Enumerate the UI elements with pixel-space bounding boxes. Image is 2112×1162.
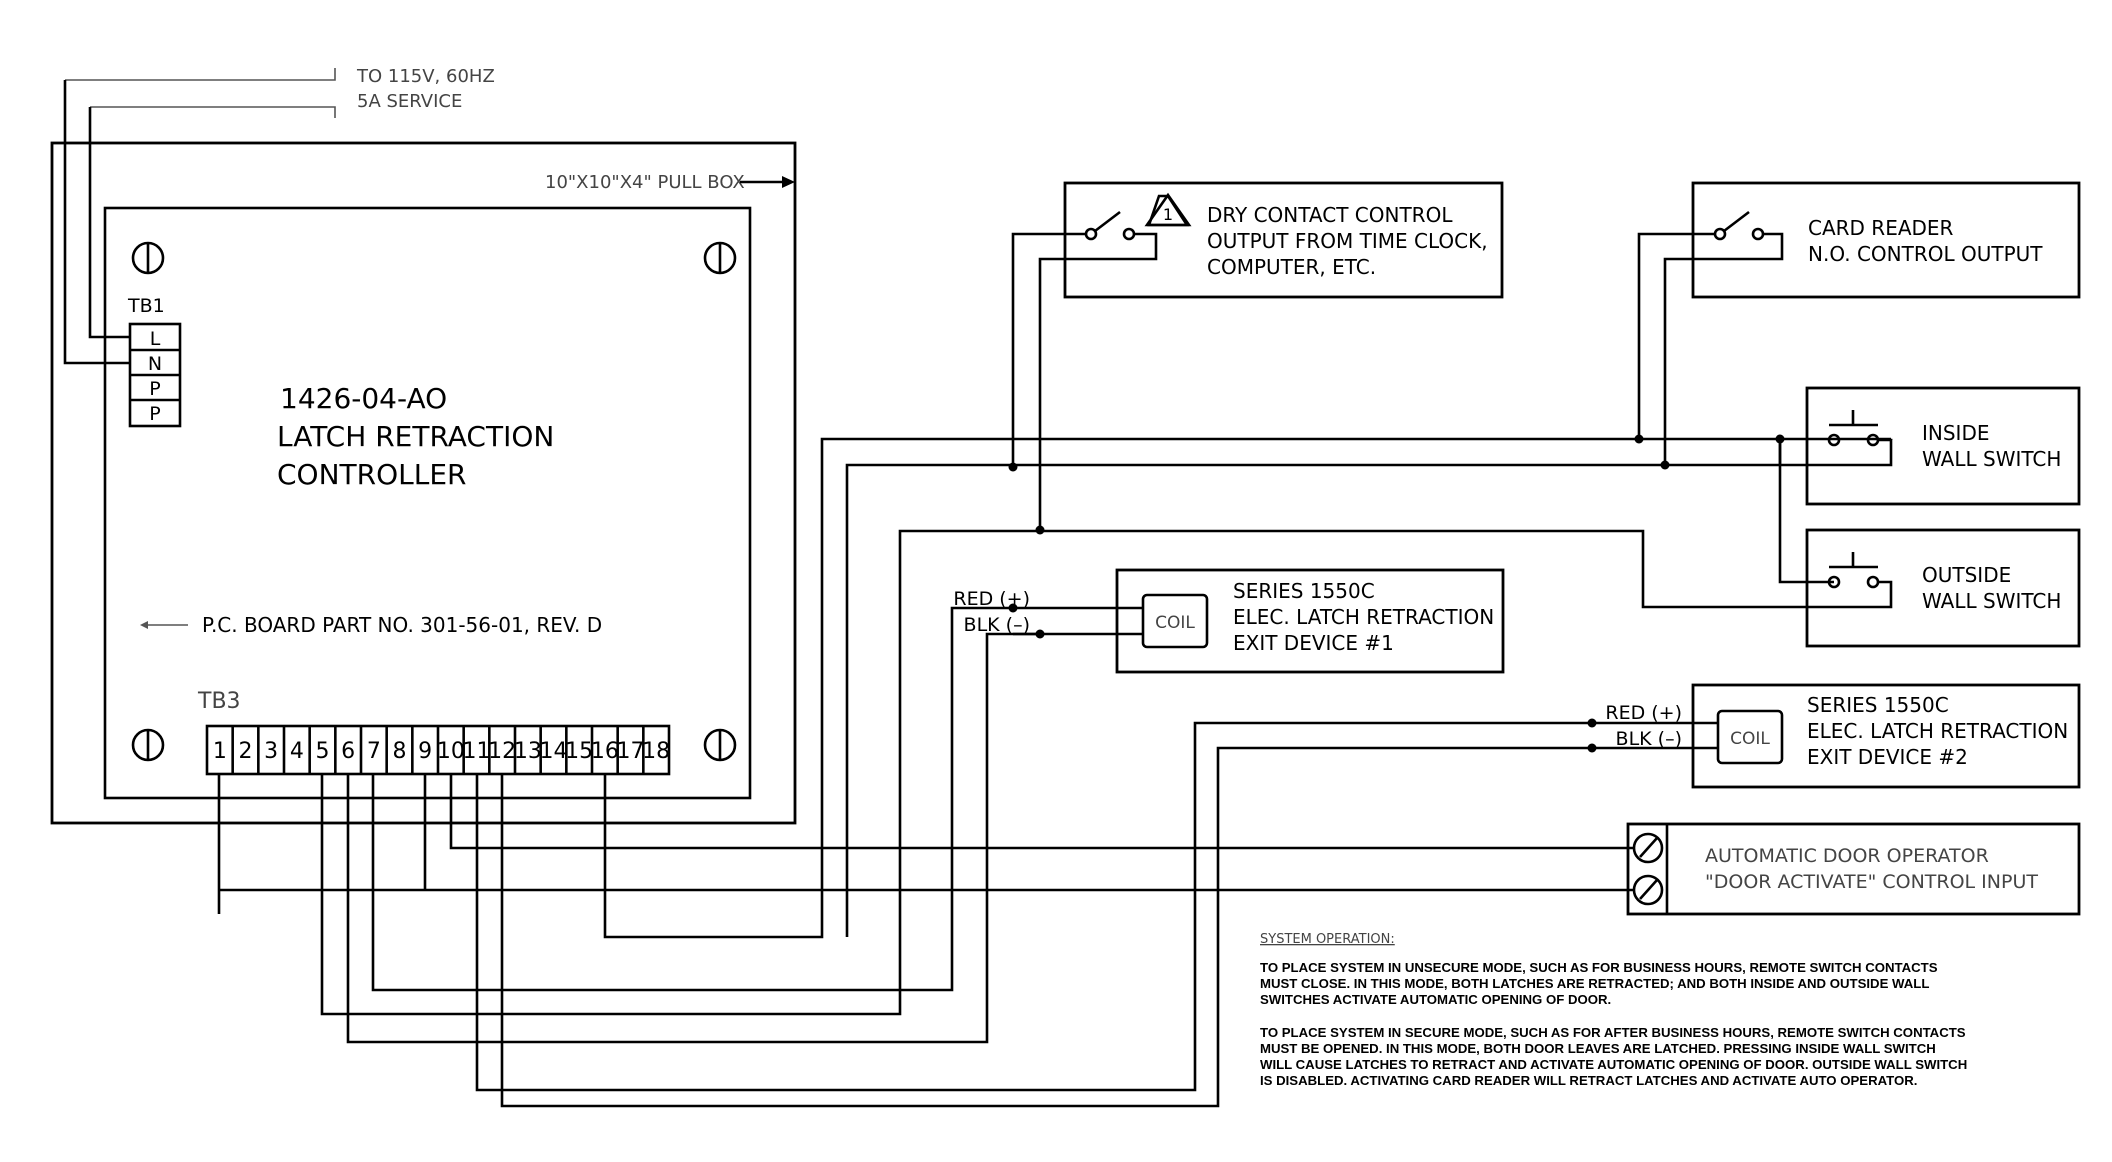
tb3-terminal: 5	[316, 739, 330, 764]
exit-device-1-box	[1115, 568, 1505, 674]
tb3-terminal: 14	[540, 739, 568, 764]
tb3-terminal: 13	[514, 739, 542, 764]
controller-title-2: CONTROLLER	[277, 458, 466, 491]
exit-1-line-1: SERIES 1550C	[1233, 579, 1375, 603]
tb3-terminal: 18	[642, 739, 670, 764]
tb3-terminal: 12	[488, 739, 516, 764]
door-operator-box	[1626, 822, 2081, 916]
dry-contact-switch-icon	[1011, 210, 1158, 530]
tb3-terminal: 11	[463, 739, 491, 764]
note-p1-line: MUST CLOSE. IN THIS MODE, BOTH LATCHES A…	[1260, 976, 1929, 991]
tb3-terminal: 2	[239, 739, 253, 764]
system-operation-notes: SYSTEM OPERATION: TO PLACE SYSTEM IN UNS…	[1260, 932, 1967, 1088]
controller-model: 1426-04-AO	[280, 382, 447, 415]
exit-2-line-1: SERIES 1550C	[1807, 693, 1949, 717]
exit-1-line-3: EXIT DEVICE #1	[1233, 631, 1394, 655]
coil-1	[1141, 593, 1209, 649]
outside-wall-switch-box	[1805, 528, 2081, 648]
tb3-terminal: 16	[591, 739, 619, 764]
warning-number: 1	[1163, 205, 1173, 224]
exit-1-line-2: ELEC. LATCH RETRACTION	[1233, 605, 1494, 629]
note-p2-line: MUST BE OPENED. IN THIS MODE, BOTH DOOR …	[1260, 1041, 1936, 1056]
tb1-terminal: N	[148, 353, 162, 375]
card-reader-line-1: CARD READER	[1808, 216, 1954, 240]
dry-contact-line-1: DRY CONTACT CONTROL	[1207, 203, 1453, 227]
controller-title-1: LATCH RETRACTION	[277, 420, 554, 453]
wiring	[217, 437, 1893, 1108]
tb3-terminal: 4	[290, 739, 304, 764]
dry-contact-line-2: OUTPUT FROM TIME CLOCK,	[1207, 229, 1488, 253]
exit-1-blk-label: BLK (–)	[964, 614, 1030, 636]
system-operation-heading: SYSTEM OPERATION:	[1260, 932, 1395, 947]
tb3-terminal: 1	[213, 739, 227, 764]
card-reader-switch-icon	[1637, 210, 1784, 465]
junction-dots	[1008, 434, 1785, 753]
note-p2-line: IS DISABLED. ACTIVATING CARD READER WILL…	[1260, 1073, 1917, 1088]
pull-box-label: 10"X10"X4" PULL BOX	[545, 172, 745, 193]
tb3-terminal: 6	[341, 739, 355, 764]
power-label-1: TO 115V, 60HZ	[356, 66, 495, 87]
outside-switch-line-2: WALL SWITCH	[1922, 589, 2061, 613]
exit-2-red-label: RED (+)	[1605, 702, 1682, 724]
tb3-terminal: 7	[367, 739, 381, 764]
outside-switch-line-1: OUTSIDE	[1922, 563, 2011, 587]
tb1-terminal-block: TB1 L N P P	[127, 295, 182, 428]
exit-2-line-2: ELEC. LATCH RETRACTION	[1807, 719, 2068, 743]
mounting-screws	[131, 241, 737, 762]
tb3-terminal: 17	[617, 739, 645, 764]
pull-box-arrowhead	[782, 176, 795, 188]
door-operator-line-1: AUTOMATIC DOOR OPERATOR	[1705, 845, 1989, 867]
inside-switch-line-1: INSIDE	[1922, 421, 1990, 445]
exit-2-blk-label: BLK (–)	[1616, 728, 1682, 750]
tb1-label: TB1	[127, 295, 165, 317]
coil-2	[1716, 709, 1784, 765]
tb1-terminal: P	[149, 403, 160, 425]
power-label-2: 5A SERVICE	[357, 91, 462, 112]
tb3-terminal: 9	[418, 739, 432, 764]
tb3-terminal: 3	[264, 739, 278, 764]
inside-wall-switch-box	[1805, 386, 2081, 506]
card-reader-line-2: N.O. CONTROL OUTPUT	[1808, 242, 2043, 266]
dry-contact-line-3: COMPUTER, ETC.	[1207, 255, 1376, 279]
note-p1-line: SWITCHES ACTIVATE AUTOMATIC OPENING OF D…	[1260, 992, 1611, 1007]
outside-pushbutton-icon	[1780, 552, 1893, 609]
warning-triangle-icon	[1144, 192, 1192, 227]
inside-switch-line-2: WALL SWITCH	[1922, 447, 2061, 471]
power-service: TO 115V, 60HZ 5A SERVICE	[63, 66, 495, 365]
tb3-label: TB3	[197, 689, 241, 714]
dry-contact-box	[1063, 181, 1504, 299]
note-p2-line: WILL CAUSE LATCHES TO RETRACT AND ACTIVA…	[1260, 1057, 1967, 1072]
inside-pushbutton-icon	[1780, 410, 1893, 467]
pcb-part-label: P.C. BOARD PART NO. 301-56-01, REV. D	[202, 613, 602, 637]
note-p1-line: TO PLACE SYSTEM IN UNSECURE MODE, SUCH A…	[1260, 960, 1938, 975]
exit-device-2-box	[1691, 683, 2081, 789]
coil-2-label: COIL	[1730, 729, 1770, 749]
note-p2-line: TO PLACE SYSTEM IN SECURE MODE, SUCH AS …	[1260, 1025, 1966, 1040]
pull-box	[50, 141, 797, 825]
card-reader-box	[1691, 181, 2081, 299]
coil-1-label: COIL	[1155, 613, 1195, 633]
tb3-terminal: 10	[437, 739, 465, 764]
tb1-terminal: P	[149, 378, 160, 400]
door-operator-line-2: "DOOR ACTIVATE" CONTROL INPUT	[1705, 871, 2038, 893]
exit-2-line-3: EXIT DEVICE #2	[1807, 745, 1968, 769]
tb3-terminal: 8	[393, 739, 407, 764]
pc-board-outline	[103, 206, 752, 800]
tb3-terminal: 15	[565, 739, 593, 764]
tb1-terminal: L	[150, 328, 161, 350]
